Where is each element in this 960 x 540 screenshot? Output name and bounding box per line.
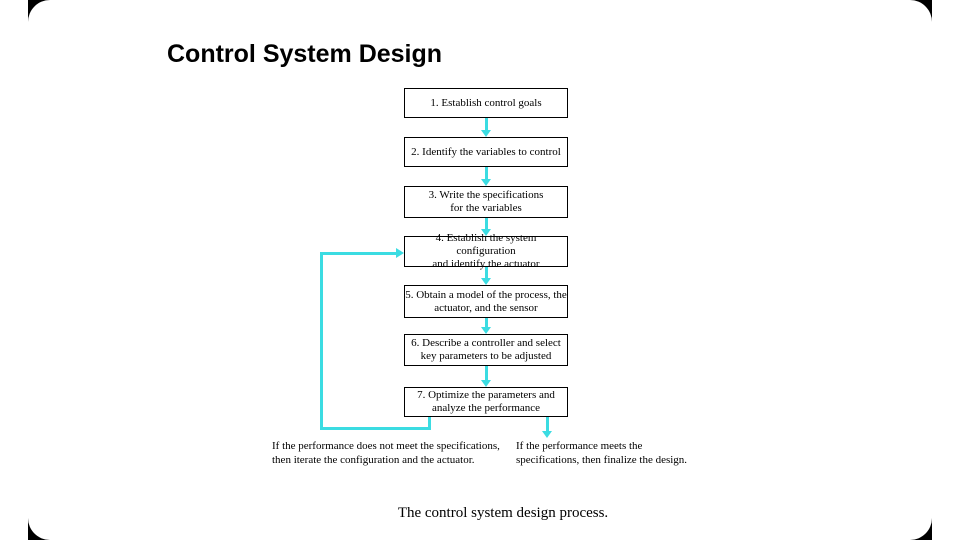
flow-box-2: 2. Identify the variables to control xyxy=(404,137,568,167)
pass-note-line2: specifications, then finalize the design… xyxy=(516,454,688,466)
flow-box-7-line2: analyze the performance xyxy=(431,402,541,414)
flow-box-7-line1: 7. Optimize the parameters and xyxy=(417,389,555,401)
flow-box-1-line1: 1. Establish control goals xyxy=(430,96,542,109)
flow-box-4: 4. Establish the system configuration an… xyxy=(404,232,568,270)
fail-note-line2: then iterate the configuration and the a… xyxy=(272,454,475,466)
flow-box-5: 5. Obtain a model of the process, the ac… xyxy=(404,285,568,318)
flow-box-7: 7. Optimize the parameters and analyze t… xyxy=(404,387,568,417)
flow-box-3: 3. Write the specifications for the vari… xyxy=(404,186,568,218)
flow-box-5-line1: 5. Obtain a model of the process, the xyxy=(405,288,567,301)
flow-box-5-line2: actuator, and the sensor xyxy=(434,301,538,314)
pass-note: If the performance meets the specificati… xyxy=(516,439,687,467)
fail-note: If the performance does not meet the spe… xyxy=(272,439,500,467)
slide-title: Control System Design xyxy=(167,40,443,68)
figure-caption: The control system design process. xyxy=(397,505,609,521)
flow-box-2-line1: 2. Identify the variables to control xyxy=(411,145,561,158)
flow-box-6: 6. Describe a controller and select key … xyxy=(404,334,568,366)
pass-note-line1: If the performance meets the xyxy=(516,440,643,452)
flow-box-6-line1: 6. Describe a controller and select xyxy=(411,337,561,349)
fail-note-line1: If the performance does not meet the spe… xyxy=(272,440,500,452)
flow-box-3-line1: 3. Write the specifications xyxy=(428,189,544,201)
flow-box-6-line2: key parameters to be adjusted xyxy=(420,350,552,362)
flow-box-3-line2: for the variables xyxy=(450,202,522,214)
flow-box-1: 1. Establish control goals xyxy=(404,88,568,118)
flow-box-4-line1: 4. Establish the system configuration xyxy=(435,232,537,257)
flow-box-4-line2: and identify the actuator xyxy=(432,258,540,270)
